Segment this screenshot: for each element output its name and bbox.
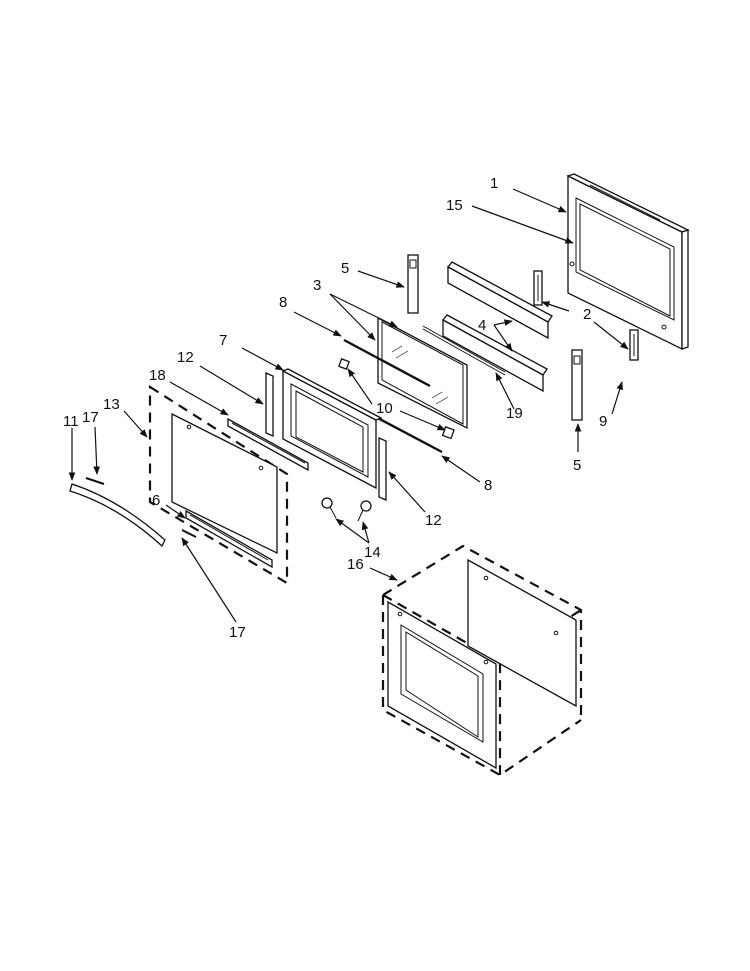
callout-labels: 1 15 5 2 3 8 4 7 12 18 13 17 11 10 19 9 …: [63, 175, 607, 641]
callout-8-lower: 8: [484, 477, 492, 494]
insulation-bar-upper: [447, 261, 553, 340]
side-trim-right: [378, 437, 387, 501]
gasket-strip: [422, 325, 506, 373]
front-door-glass: [171, 412, 278, 555]
callout-17-upper: 17: [82, 409, 99, 426]
callout-15: 15: [446, 197, 463, 214]
callout-13: 13: [103, 396, 120, 413]
callout-9: 9: [599, 413, 607, 430]
hinge-lower: [629, 329, 639, 361]
callout-12-lower: 12: [425, 512, 442, 529]
insulation-bar-lower: [442, 314, 548, 393]
spacer-rod-upper: [343, 338, 431, 388]
top-trim-channel: [227, 417, 309, 472]
hinge-screw-left: [321, 497, 337, 519]
inner-door-frame: [281, 368, 383, 490]
outer-door-panel: [566, 173, 690, 351]
door-handle: [69, 483, 166, 548]
callout-14: 14: [364, 544, 381, 561]
callout-1: 1: [490, 175, 498, 192]
callout-16: 16: [347, 556, 364, 573]
callout-5-upper: 5: [341, 260, 349, 277]
side-bracket-lower: [571, 349, 583, 421]
callout-12-upper: 12: [177, 349, 194, 366]
leader-lines: [68, 188, 629, 623]
callout-8-upper: 8: [279, 294, 287, 311]
gasket-strip-edge: [422, 328, 506, 376]
handle-screw-upper: [85, 477, 105, 485]
door-assembly-front-panel: [387, 600, 497, 770]
callout-18: 18: [149, 367, 166, 384]
callout-17-lower: 17: [229, 624, 246, 641]
handle-screw-lower: [181, 529, 197, 538]
glass-clip-upper: [338, 358, 350, 370]
door-assembly-dashed-box: [381, 544, 583, 777]
callout-10: 10: [376, 400, 393, 417]
bottom-trim-channel: [185, 509, 273, 569]
callout-4: 4: [478, 317, 486, 334]
callout-2: 2: [583, 306, 591, 323]
callout-11: 11: [63, 413, 79, 430]
callout-3: 3: [313, 277, 321, 294]
front-door-dashed-outline: [148, 384, 289, 585]
door-assembly-rear-panel: [467, 558, 577, 708]
callout-5-lower: 5: [573, 457, 581, 474]
side-bracket-upper: [407, 254, 419, 314]
hinge-upper: [533, 270, 543, 306]
side-trim-left: [265, 372, 274, 437]
hinge-screw-right: [357, 500, 372, 522]
callout-19: 19: [506, 405, 523, 422]
callout-6: 6: [152, 492, 160, 509]
glass-clip-lower: [441, 426, 455, 440]
callout-7: 7: [219, 332, 227, 349]
